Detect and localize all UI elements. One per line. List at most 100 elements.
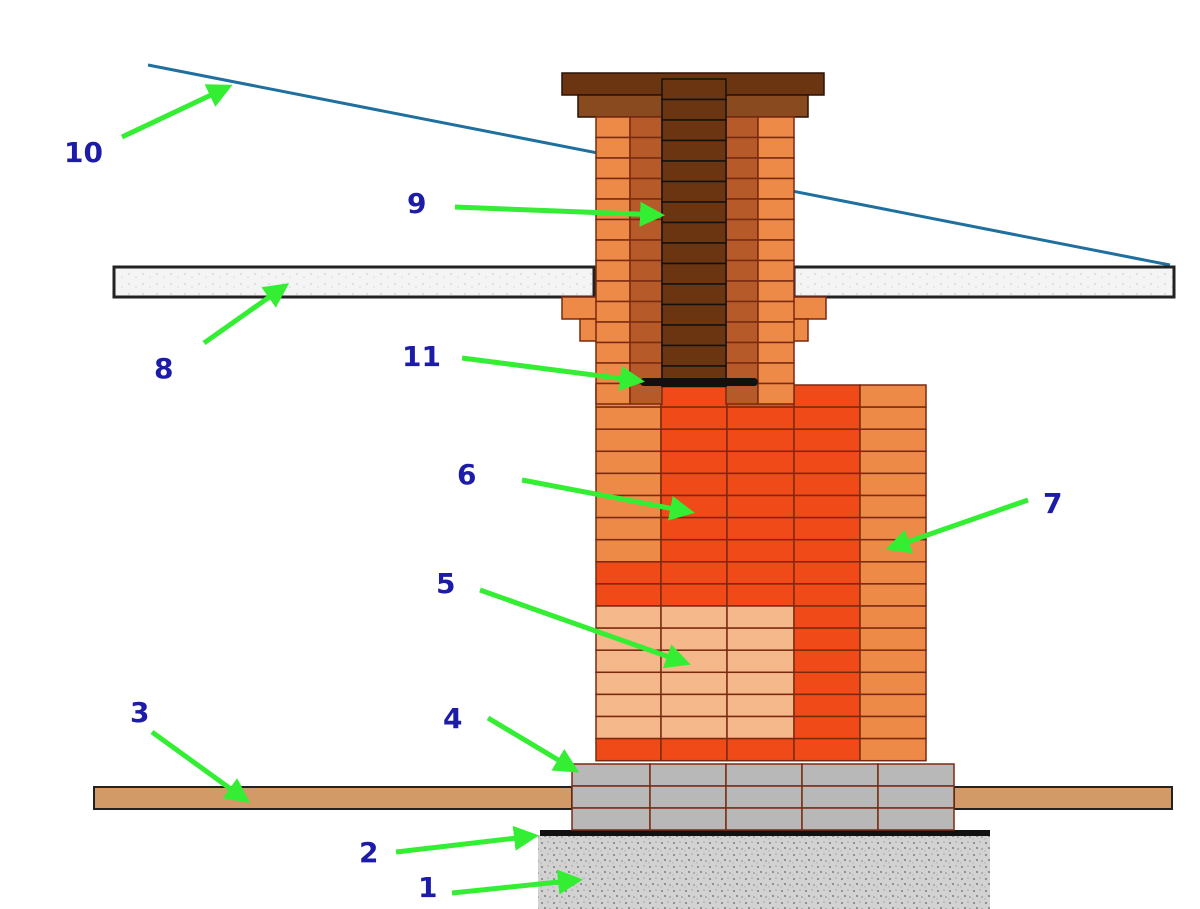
stove-brick	[660, 384, 728, 408]
chimney-brick-left-inner	[629, 280, 663, 303]
label-6: 6	[457, 458, 476, 491]
base-brick	[725, 807, 803, 831]
damper-plate	[640, 378, 758, 386]
chimney-brick-left-inner	[629, 382, 663, 405]
stove-brick	[793, 472, 861, 497]
label-8: 8	[154, 352, 173, 385]
stove-brick	[726, 583, 795, 607]
stove-brick	[595, 605, 662, 629]
base-brick	[877, 807, 955, 831]
stove-brick	[595, 428, 662, 453]
stove-brick	[859, 472, 927, 497]
stove-brick	[595, 671, 662, 696]
chimney-brick-right	[757, 177, 795, 200]
stove-brick	[793, 693, 861, 718]
arrow-2	[395, 825, 539, 855]
stove-brick	[859, 671, 927, 696]
stove-brick	[660, 406, 728, 430]
stove-brick	[726, 649, 795, 674]
chimney-brick-right-inner	[725, 321, 759, 344]
stove-brick	[859, 494, 927, 519]
floor-board-right	[953, 786, 1173, 810]
flue-brick	[661, 98, 727, 121]
flue-brick	[661, 242, 727, 265]
base-brick	[571, 807, 651, 831]
chimney-brick-right	[757, 300, 795, 323]
waterproofing-layer	[540, 830, 990, 836]
flue-brick	[661, 324, 727, 347]
stove-brick	[726, 671, 795, 696]
chimney-brick-left-inner	[629, 341, 663, 364]
stove-brick	[726, 605, 795, 629]
chimney-brick-right	[757, 259, 795, 282]
chimney-brick-left-inner	[629, 136, 663, 159]
label-1: 1	[418, 871, 437, 904]
label-7: 7	[1043, 487, 1062, 520]
stove-brick	[793, 583, 861, 607]
stove-brick	[660, 428, 728, 453]
flue-brick	[661, 283, 727, 306]
stove-brick	[595, 649, 662, 674]
chimney-brick-right	[757, 239, 795, 262]
label-11: 11	[402, 340, 441, 373]
stove-brick	[595, 516, 662, 541]
arrow-10	[120, 84, 233, 140]
stove-brick	[726, 627, 795, 651]
stove-brick	[660, 516, 728, 541]
stove-brick	[859, 605, 927, 629]
chimney-brick-right	[757, 382, 795, 405]
stove-brick	[859, 428, 927, 453]
stove-brick	[859, 406, 927, 430]
stove-brick	[793, 384, 861, 408]
arrow-11	[461, 355, 645, 391]
flue-brick	[661, 119, 727, 142]
flue-brick	[661, 139, 727, 162]
stove-brick	[660, 737, 728, 762]
stove-brick	[726, 428, 795, 453]
stove-brick	[595, 583, 662, 607]
base-brick	[725, 763, 803, 787]
stove-brick	[793, 406, 861, 430]
label-10: 10	[64, 136, 103, 169]
stove-brick	[726, 406, 795, 430]
arrow-7	[885, 497, 1029, 554]
stove-brick	[859, 737, 927, 762]
label-2: 2	[359, 836, 378, 869]
stove-brick	[859, 715, 927, 740]
flue-brick	[661, 303, 727, 326]
arrow-9	[454, 201, 665, 227]
chimney-brick-right	[757, 341, 795, 364]
stove-brick	[726, 715, 795, 740]
chimney-brick-right	[757, 218, 795, 241]
stove-brick	[793, 715, 861, 740]
stove-brick	[859, 561, 927, 585]
chimney-brick-right-inner	[725, 280, 759, 303]
stove-brick	[726, 472, 795, 497]
arrow-4	[486, 715, 580, 773]
base-brick-rows	[571, 763, 955, 831]
chimney-brick-left	[595, 300, 631, 323]
stove-brick	[793, 627, 861, 651]
stove-brick	[595, 538, 662, 563]
base-brick	[801, 763, 879, 787]
stove-brick	[660, 671, 728, 696]
arrow-1	[451, 869, 583, 896]
stove-brick	[595, 715, 662, 740]
stove-brick	[595, 472, 662, 497]
stove-brick	[595, 561, 662, 585]
stove-brick	[726, 538, 795, 563]
stove-brick	[595, 737, 662, 762]
stove-brick	[660, 561, 728, 585]
arrow-8	[202, 283, 290, 346]
stove-brick	[660, 538, 728, 563]
stove-brick	[660, 649, 728, 674]
stove-brick	[595, 627, 662, 651]
stove-brick	[859, 384, 927, 408]
stove-brick	[726, 737, 795, 762]
base-brick	[649, 785, 727, 809]
chimney-brick-left	[595, 157, 631, 180]
flue-brick	[661, 180, 727, 203]
stove-brick	[660, 693, 728, 718]
arrow-5	[479, 587, 691, 669]
